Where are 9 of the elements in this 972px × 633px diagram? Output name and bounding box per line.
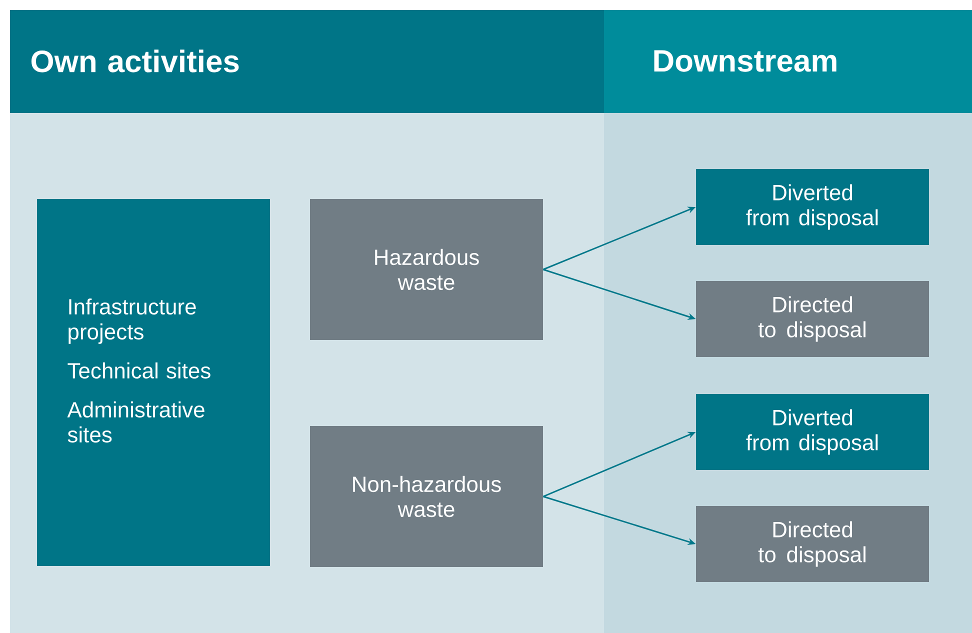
- node-label: Downstream: [654, 50, 836, 72]
- process-box: Directed to disposal: [696, 506, 929, 582]
- node-label: Own activities: [31, 50, 239, 72]
- process-box: Hazardous waste: [310, 199, 543, 340]
- process-box: Directed to disposal: [696, 281, 929, 357]
- source-box: Infrastructure projects Technical sites Administrative sites: [37, 199, 270, 566]
- process-box: Non-hazardous waste: [310, 426, 543, 567]
- process-box: Diverted from disposal: [696, 394, 929, 470]
- process-box: Diverted from disposal: [696, 169, 929, 245]
